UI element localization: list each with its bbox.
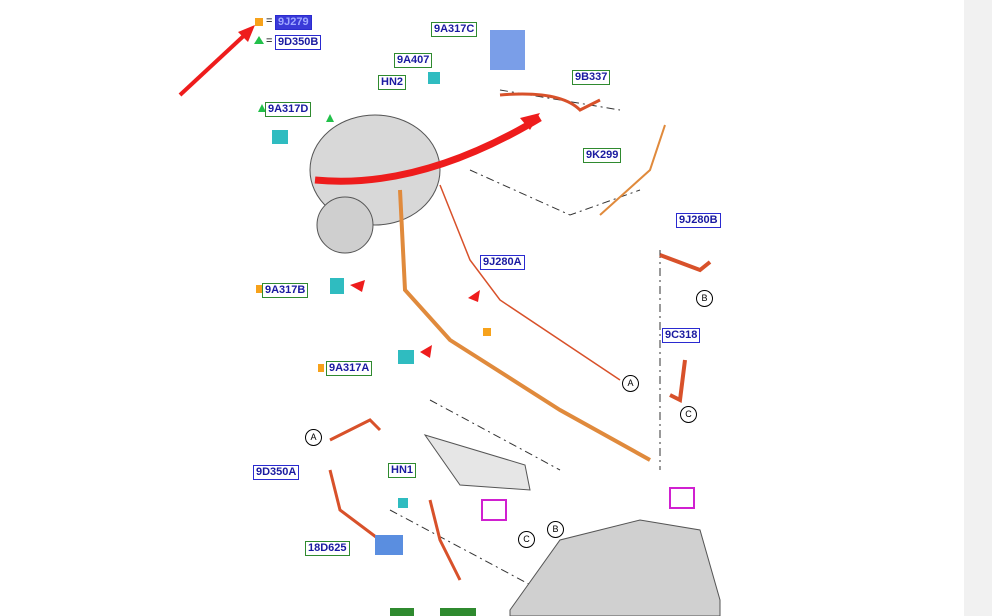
harness-9k299 [599, 124, 666, 216]
label-9a317b[interactable]: 9A317B [262, 283, 309, 298]
label-hn2[interactable]: HN2 [378, 75, 407, 90]
link-icon[interactable] [669, 487, 695, 509]
leader-line [429, 399, 561, 471]
label-9c318[interactable]: 9C318 [662, 328, 701, 343]
label-9k299[interactable]: 9K299 [583, 148, 622, 163]
callout-c: C [518, 531, 535, 548]
heat-shield [423, 434, 531, 491]
legend-label-9j279[interactable]: 9J279 [275, 15, 312, 30]
tube-9c318 [669, 359, 687, 404]
label-9a317a[interactable]: 9A317A [326, 361, 373, 376]
leader-line [469, 169, 641, 216]
legend-label-9d350b[interactable]: 9D350B [275, 35, 322, 50]
label-9b337[interactable]: 9B337 [572, 70, 611, 85]
callout-b: B [696, 290, 713, 307]
connectors [272, 72, 440, 508]
label-9a407[interactable]: 9A407 [394, 53, 433, 68]
tube-9d350a [328, 418, 462, 581]
main-harness [398, 189, 651, 462]
label-hn1[interactable]: HN1 [388, 463, 417, 478]
direction-arrow [314, 114, 542, 185]
equals: = [266, 35, 273, 47]
orange-square-icon [255, 18, 263, 26]
tube-9j280b [659, 253, 712, 273]
callout-b: B [547, 521, 564, 538]
bracket-9a317c [490, 30, 525, 70]
callout-a: A [622, 375, 639, 392]
callout-a: A [305, 429, 322, 446]
label-9j280b[interactable]: 9J280B [676, 213, 721, 228]
tube-9b337 [499, 92, 601, 112]
pointer-arrow [178, 28, 252, 97]
green-triangle-icon [254, 36, 264, 44]
engine-illustration [309, 114, 441, 254]
bracket-18d625 [375, 535, 403, 555]
label-9d350a[interactable]: 9D350A [253, 465, 300, 480]
leader-line [389, 509, 541, 591]
label-9a317d[interactable]: 9A317D [265, 102, 312, 117]
label-9j280a[interactable]: 9J280A [480, 255, 525, 270]
tube-9j280a [439, 184, 621, 381]
link-icon[interactable] [481, 499, 507, 521]
equals: = [266, 15, 273, 27]
callout-c: C [680, 406, 697, 423]
label-18d625[interactable]: 18D625 [305, 541, 350, 556]
fuel-tank [509, 519, 721, 616]
label-9a317c[interactable]: 9A317C [431, 22, 478, 37]
scrollbar-track[interactable] [964, 0, 992, 616]
